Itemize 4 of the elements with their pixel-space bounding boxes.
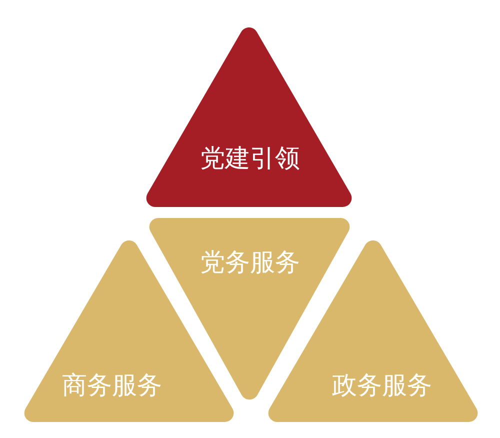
triangle-label: 政务服务: [332, 370, 432, 402]
triangle-label: 党务服务: [200, 246, 300, 278]
triangle-label: 商务服务: [62, 370, 162, 402]
triangle-label: 党建引领: [200, 142, 300, 174]
